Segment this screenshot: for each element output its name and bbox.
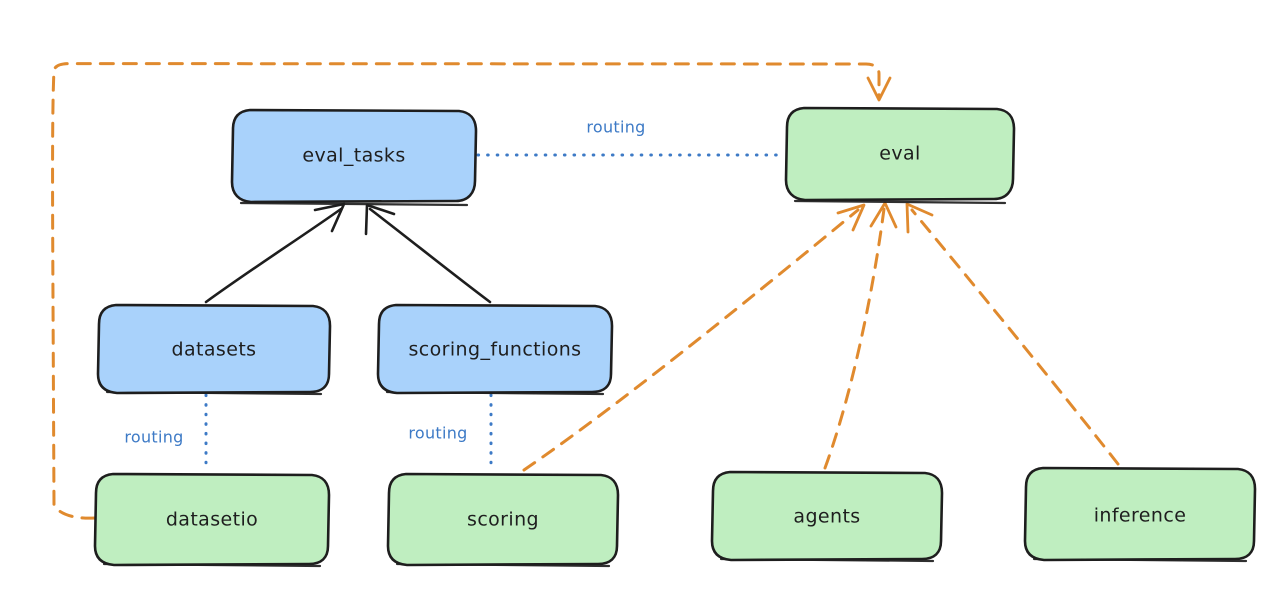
- node-body: [96, 303, 332, 395]
- node-scoring-functions[interactable]: scoring_functions: [376, 303, 614, 396]
- routing-label: routing: [124, 428, 183, 447]
- edge-scoring-to-eval: [522, 203, 866, 472]
- node-datasetio[interactable]: datasetio: [93, 472, 331, 568]
- dependency-edge-path: [51, 62, 881, 520]
- node-scoring[interactable]: scoring: [386, 472, 620, 568]
- node-label: scoring_functions: [409, 339, 582, 361]
- arrowhead-icon: [866, 76, 892, 102]
- arrowhead-icon: [869, 201, 898, 229]
- node-label: datasetio: [166, 509, 258, 531]
- dependency-edge-path: [910, 208, 1120, 466]
- node-body: [784, 106, 1016, 202]
- dependency-edge-path: [522, 208, 860, 472]
- edge-datasets-to-eval-tasks: [204, 202, 346, 304]
- node-label: agents: [793, 506, 860, 528]
- node-body: [1023, 466, 1257, 562]
- edge-inference-to-eval: [905, 202, 1120, 466]
- node-body: [710, 470, 944, 562]
- node-eval-tasks[interactable]: eval_tasks: [230, 108, 478, 207]
- routing-label: routing: [586, 118, 645, 137]
- edge-scoring-functions-to-scoring-routing: routing: [408, 393, 493, 473]
- edge-eval-tasks-to-eval-routing: routing: [476, 118, 786, 157]
- node-label: scoring: [467, 509, 539, 531]
- node-datasets[interactable]: datasets: [96, 303, 332, 396]
- node-body: [93, 472, 331, 567]
- node-body: [386, 472, 620, 567]
- node-label: inference: [1094, 505, 1187, 527]
- node-body: [230, 108, 478, 204]
- node-label: eval_tasks: [302, 145, 405, 167]
- node-body: [376, 303, 614, 395]
- node-label: datasets: [172, 339, 257, 361]
- edge-datasetio-to-eval: [51, 62, 892, 520]
- edge-datasets-to-datasetio-routing: routing: [124, 393, 208, 473]
- arrowhead-icon: [836, 203, 866, 232]
- node-eval[interactable]: eval: [784, 106, 1016, 205]
- node-agents[interactable]: agents: [710, 470, 944, 563]
- node-shadow-stroke: [239, 201, 469, 207]
- routing-label: routing: [408, 424, 467, 443]
- node-shadow-stroke: [793, 199, 1007, 205]
- dependency-edge-path: [823, 207, 886, 470]
- solid-edge-path: [368, 207, 492, 304]
- edge-agents-to-eval: [823, 201, 898, 470]
- edge-scoring-functions-to-eval-tasks: [364, 203, 492, 304]
- node-label: eval: [879, 143, 920, 165]
- node-inference[interactable]: inference: [1023, 466, 1257, 563]
- arrowhead-icon: [905, 202, 934, 234]
- solid-edge-path: [204, 207, 343, 304]
